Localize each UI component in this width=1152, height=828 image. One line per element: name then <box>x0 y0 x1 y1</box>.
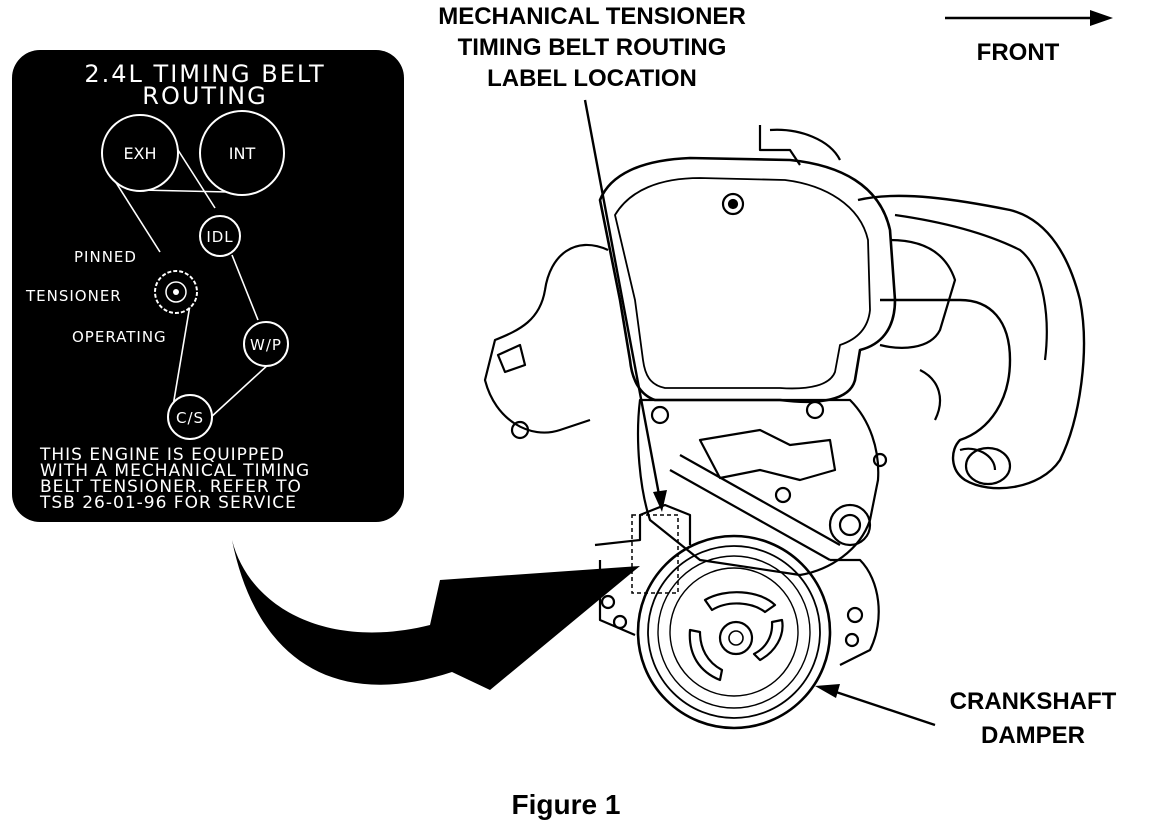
front-arrow-head <box>1090 10 1113 26</box>
routing-label-title-line1: 2.4L TIMING BELT <box>84 60 325 88</box>
sprocket-intake-label: INT <box>229 144 256 163</box>
notice-line1: THIS ENGINE IS EQUIPPED <box>39 445 285 465</box>
sprocket-water-pump-label: W/P <box>250 336 282 354</box>
sprocket-crankshaft-label: C/S <box>176 409 204 427</box>
sprocket-idler: IDL <box>199 215 241 257</box>
figure-caption: Figure 1 <box>512 789 621 820</box>
curved-pointer-arrow <box>232 540 640 690</box>
tensioner-pinned-label: PINNED <box>74 248 137 266</box>
damper-callout-line1: CRANKSHAFT <box>950 688 1117 715</box>
sprocket-crankshaft: C/S <box>167 394 213 440</box>
tensioner-label: TENSIONER <box>25 287 122 305</box>
front-label: FRONT <box>977 39 1060 66</box>
routing-label-title-line2: ROUTING <box>142 82 267 110</box>
label-location-leader <box>583 99 662 501</box>
damper-leader-arrowhead <box>815 684 840 698</box>
label-location-leader-arrowhead <box>653 490 667 512</box>
label-location-callout-line2: TIMING BELT ROUTING <box>458 34 727 61</box>
notice-line3: BELT TENSIONER. REFER TO <box>40 477 302 497</box>
belt-path <box>107 149 283 419</box>
sprocket-exhaust: EXH <box>101 114 179 192</box>
tensioner-operating-label: OPERATING <box>72 328 167 346</box>
sprocket-idler-label: IDL <box>206 228 233 246</box>
sprocket-intake: INT <box>199 110 285 196</box>
label-location-callout-line1: MECHANICAL TENSIONER <box>438 3 746 30</box>
damper-leader <box>829 688 936 727</box>
tensioner-sprocket <box>154 270 198 314</box>
label-location-callout-line3: LABEL LOCATION <box>487 65 697 92</box>
label-location-marker <box>631 514 679 594</box>
routing-label-decal: 2.4L TIMING BELT ROUTING EXH INT IDL <box>12 50 404 522</box>
notice-line4: TSB 26-01-96 FOR SERVICE <box>39 493 297 513</box>
sprocket-exhaust-label: EXH <box>123 144 156 163</box>
notice-line2: WITH A MECHANICAL TIMING <box>40 461 310 481</box>
sprocket-water-pump: W/P <box>243 321 289 367</box>
engine-illustration <box>483 125 1086 730</box>
damper-callout-line2: DAMPER <box>981 722 1085 749</box>
